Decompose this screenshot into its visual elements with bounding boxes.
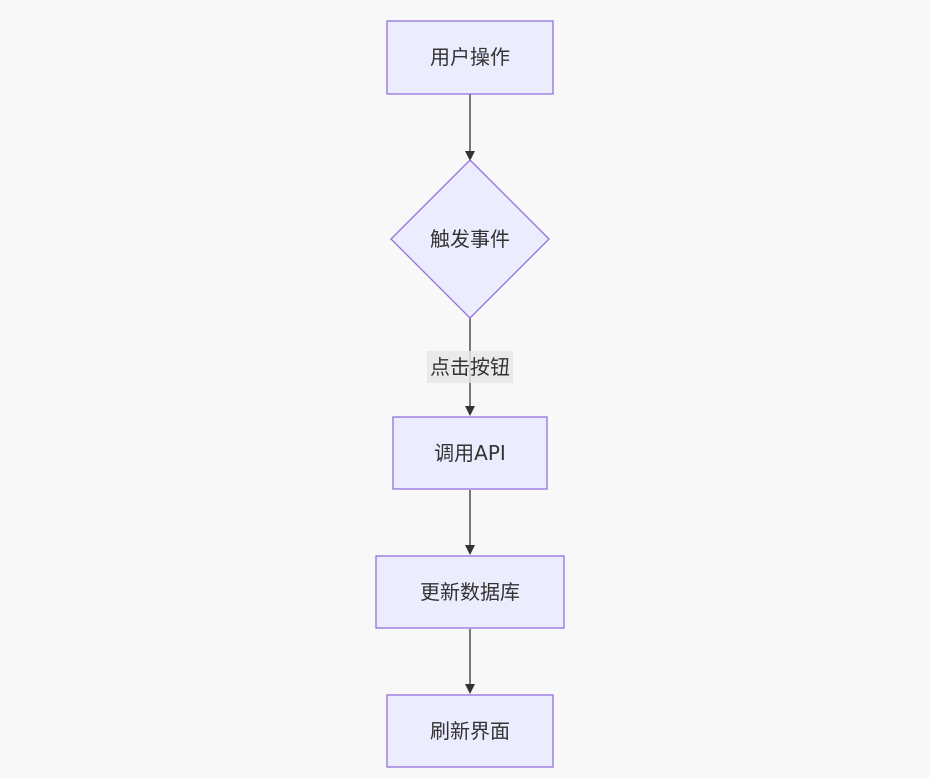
node-refresh-ui: 刷新界面	[386, 694, 554, 768]
edge-call-api-to-update-db	[465, 490, 475, 555]
node-user-action: 用户操作	[386, 20, 554, 95]
node-label-trigger-event: 触发事件	[430, 227, 510, 251]
node-call-api: 调用API	[392, 416, 548, 490]
arrowhead-icon	[465, 545, 475, 555]
arrowhead-icon	[465, 406, 475, 416]
node-label-update-db: 更新数据库	[420, 580, 520, 604]
node-label-call-api: 调用API	[434, 441, 506, 465]
arrowhead-icon	[465, 151, 475, 161]
edge-label-background	[427, 351, 513, 383]
arrowhead-icon	[465, 684, 475, 694]
node-trigger-event: 触发事件	[390, 159, 550, 319]
edge-update-db-to-refresh-ui	[465, 629, 475, 694]
edge-user-action-to-trigger-event	[465, 94, 475, 161]
edge-trigger-event-to-call-api: 点击按钮	[427, 318, 513, 416]
node-label-refresh-ui: 刷新界面	[430, 719, 510, 743]
edge-label-click-button: 点击按钮	[430, 355, 510, 379]
node-label-user-action: 用户操作	[430, 45, 510, 69]
node-update-db: 更新数据库	[375, 555, 565, 629]
